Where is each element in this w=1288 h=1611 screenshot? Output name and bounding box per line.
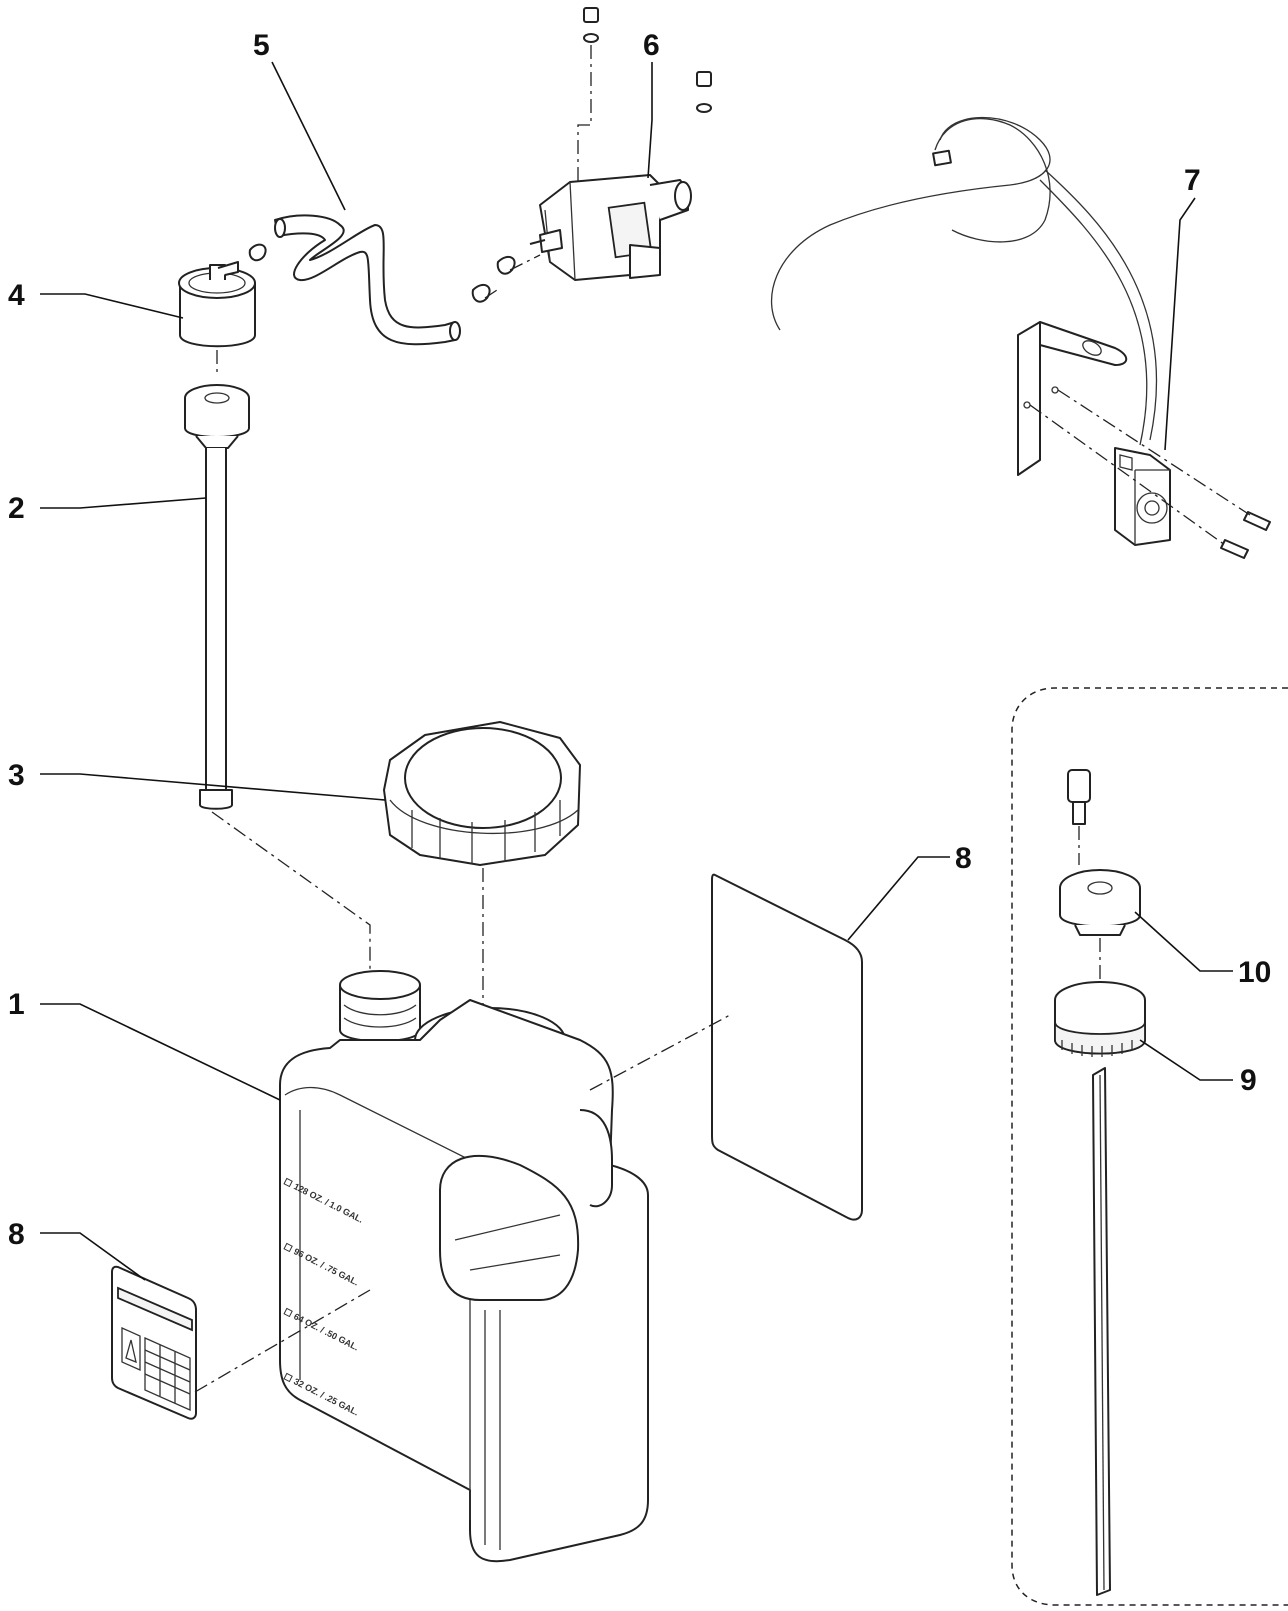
- callout-7: 7: [1184, 164, 1201, 197]
- label-warning: [111, 1265, 371, 1420]
- callout-9: 9: [1240, 1064, 1257, 1097]
- suction-tube: [184, 384, 371, 975]
- callout-5: 5: [253, 29, 270, 62]
- accessory-kit: [1011, 687, 1288, 1606]
- callout-8-lower: 8: [8, 1218, 25, 1251]
- pump-assembly: [471, 7, 712, 303]
- callout-3: 3: [8, 759, 25, 792]
- callout-4: 4: [8, 279, 25, 312]
- callout-10: 10: [1238, 956, 1271, 989]
- fluid-tank: 128 OZ. / 1.0 GAL. 96 OZ. / .75 GAL. 64 …: [279, 970, 649, 1563]
- tubing-hose: [248, 214, 461, 346]
- suction-cap-fitting: [178, 261, 256, 375]
- callout-8-upper: 8: [955, 842, 972, 875]
- sensor-bracket-assembly: [770, 116, 1271, 559]
- callout-6: 6: [643, 29, 660, 62]
- label-large: [589, 873, 863, 1221]
- callout-1: 1: [8, 988, 25, 1021]
- tank-cap: [383, 721, 581, 1090]
- callout-2: 2: [8, 492, 25, 525]
